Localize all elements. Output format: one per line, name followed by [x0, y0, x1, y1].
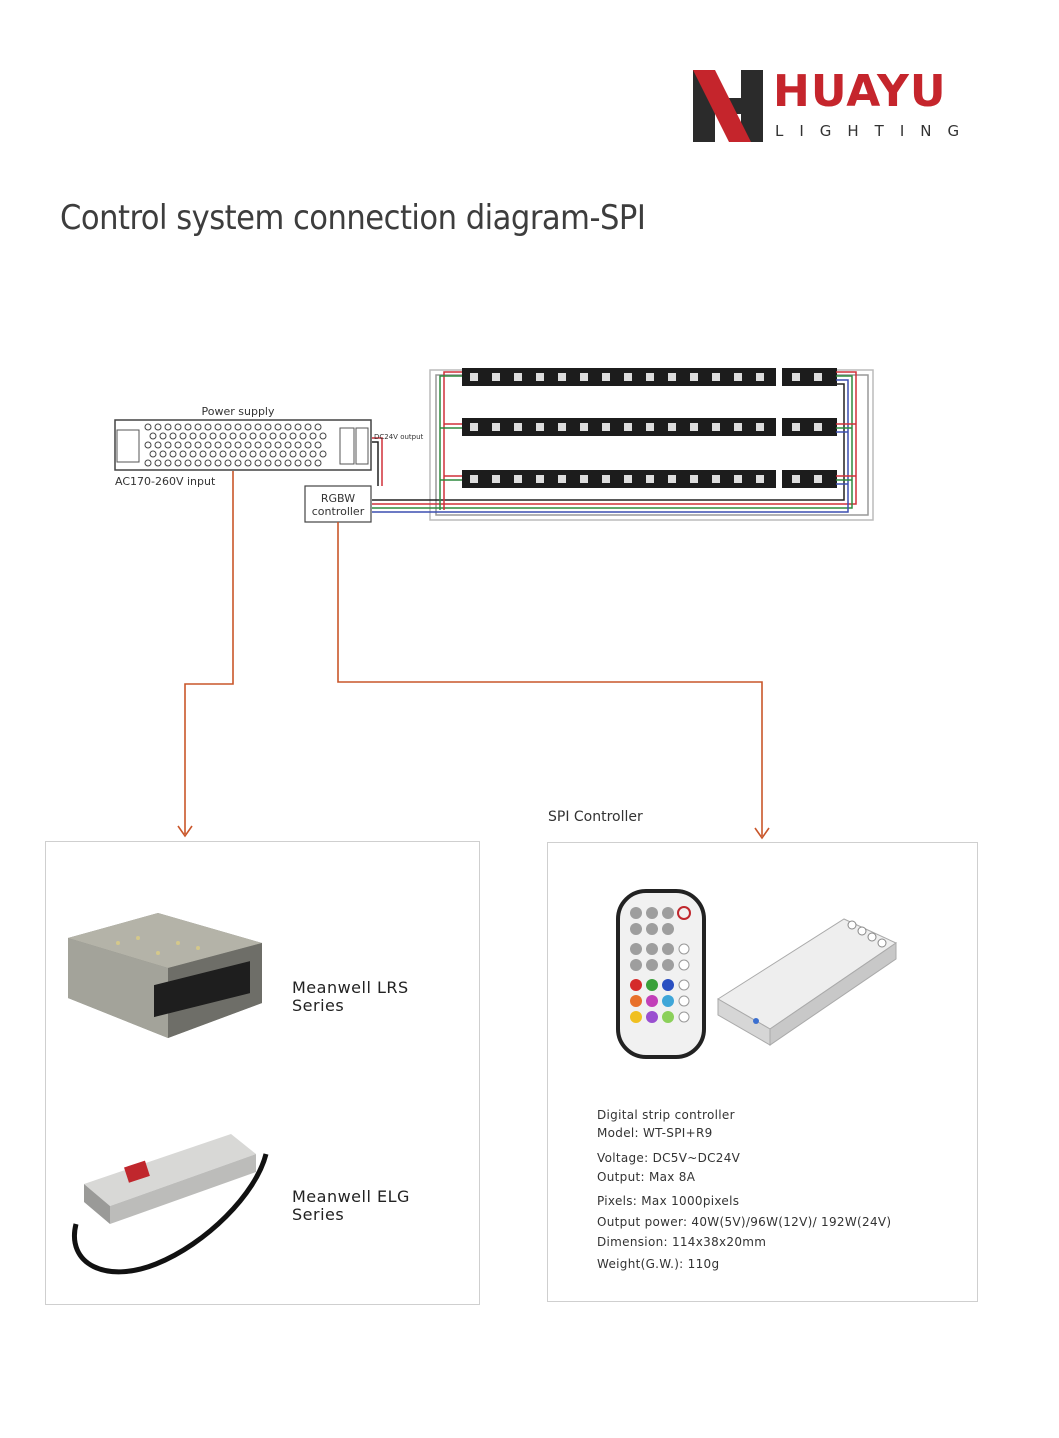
spec-dimension: Dimension: 114x38x20mm: [597, 1235, 767, 1249]
brand-subtitle: LIGHTING: [775, 122, 976, 140]
lrs-series-line1: Meanwell LRS: [292, 978, 409, 997]
arrow-to-spi-controller: [337, 522, 770, 840]
spec-model: Model: WT-SPI+R9: [597, 1126, 713, 1140]
brand-logo: HUAYU LIGHTING: [693, 70, 993, 150]
spec-voltage: Voltage: DC5V~DC24V: [597, 1151, 741, 1165]
power-supply-label: Power supply: [202, 405, 275, 418]
connection-diagram: Power supply AC170-260V input DC24V outp…: [114, 362, 874, 840]
input-voltage-label: AC170-260V input: [115, 475, 216, 488]
lrs-series-line2: Series: [292, 996, 345, 1015]
meanwell-lrs-image: [68, 913, 262, 1038]
meanwell-elg-image: [72, 1134, 269, 1275]
elg-series-line2: Series: [292, 1205, 345, 1224]
logo-mark-icon: [693, 70, 763, 142]
spec-weight: Weight(G.W.): 110g: [597, 1257, 720, 1271]
led-strip-1: [462, 362, 837, 392]
spi-controller-heading: SPI Controller: [548, 809, 643, 825]
power-supply-options-panel: Meanwell LRS Series Meanwell ELG Series: [45, 841, 480, 1305]
led-strip-2: [462, 412, 837, 442]
page-title: Control system connection diagram-SPI: [60, 198, 646, 238]
brand-name: HUAYU: [773, 66, 947, 117]
elg-series-label: Meanwell ELG Series: [292, 1188, 410, 1224]
led-strip-3: [462, 464, 837, 494]
strip-wiring: [372, 371, 857, 513]
remote-control-image: [616, 889, 706, 1059]
rgbw-controller-box: [304, 485, 372, 523]
spi-controller-panel: Digital strip controller Model: WT-SPI+R…: [547, 842, 978, 1302]
elg-series-line1: Meanwell ELG: [292, 1187, 410, 1206]
spec-description: Digital strip controller: [597, 1108, 735, 1122]
arrow-to-power-options: [177, 471, 234, 838]
led-strip-frame: [429, 369, 874, 521]
output-voltage-label: DC24V output: [374, 433, 424, 441]
controller-label-line2: controller: [312, 505, 365, 518]
spec-output: Output: Max 8A: [597, 1170, 696, 1184]
wt-spi-controller-image: [717, 918, 898, 1046]
lrs-series-label: Meanwell LRS Series: [292, 979, 409, 1015]
spec-output-power: Output power: 40W(5V)/96W(12V)/ 192W(24V…: [597, 1215, 892, 1229]
power-supply-unit: [114, 419, 372, 471]
spec-pixels: Pixels: Max 1000pixels: [597, 1194, 740, 1208]
controller-label-line1: RGBW: [321, 492, 355, 505]
